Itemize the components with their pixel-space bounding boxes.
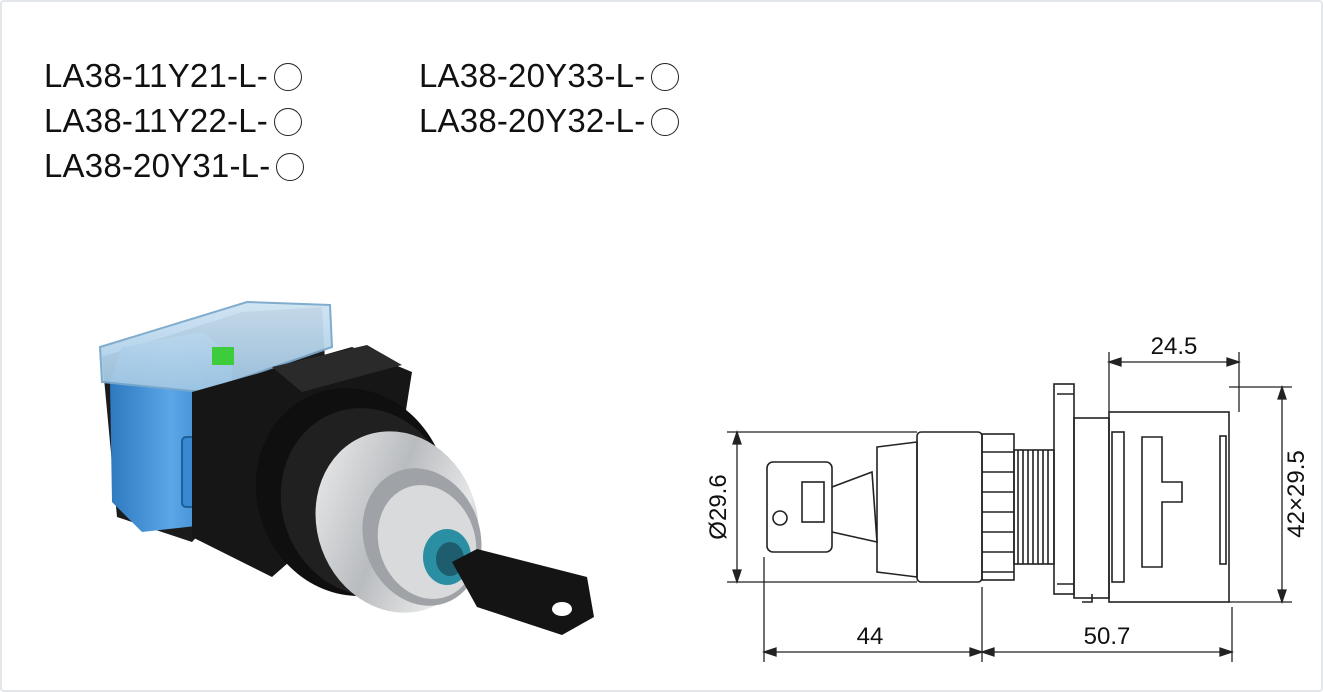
dimension-drawing: 24.5 42×29.5 Ø29.6 44 50.7 [705, 333, 1310, 662]
model-code: LA38-11Y21-L- [44, 54, 302, 98]
dimension-lines [727, 352, 1292, 662]
model-code: LA38-20Y33-L- [419, 54, 680, 98]
dimension-diameter-label: Ø29.6 [705, 474, 732, 539]
option-circle-icon [276, 153, 305, 181]
option-circle-icon [651, 63, 680, 91]
dimension-top-label: 24.5 [1151, 333, 1198, 360]
option-circle-icon [273, 108, 302, 136]
model-code: LA38-20Y32-L- [419, 99, 680, 143]
drawing-outline [766, 383, 1230, 603]
option-circle-icon [273, 63, 302, 91]
option-circle-icon [651, 108, 680, 136]
key-switch-product-photo [98, 300, 594, 635]
model-code: LA38-11Y22-L- [44, 99, 302, 143]
dimension-height-label: 42×29.5 [1283, 450, 1310, 537]
dimension-right-label: 50.7 [1084, 623, 1131, 650]
model-code: LA38-20Y31-L- [44, 144, 305, 188]
dimension-left-label: 44 [857, 623, 884, 650]
